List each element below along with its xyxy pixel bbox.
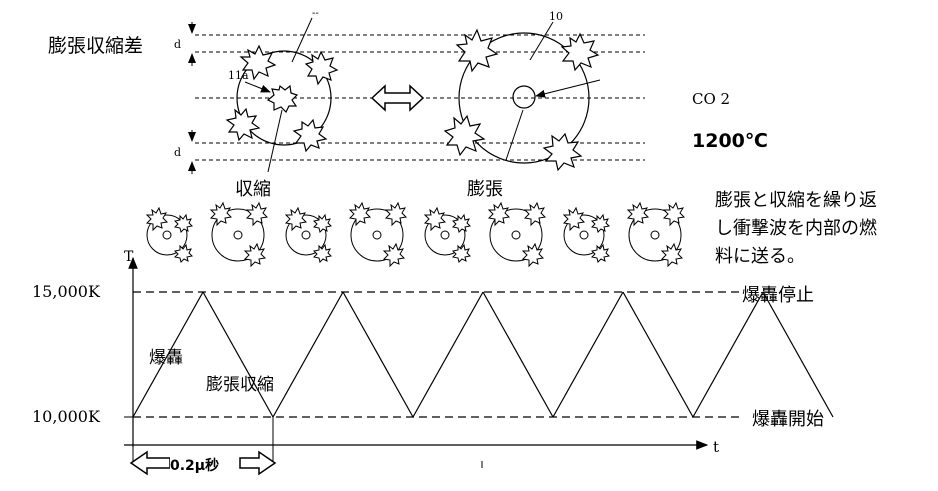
gas-label: CO 2	[692, 90, 731, 108]
burst-7	[443, 114, 486, 157]
series-segment	[482, 291, 554, 418]
burst-6	[560, 32, 600, 72]
seq-particle-small	[284, 206, 333, 263]
leader-11a	[244, 81, 271, 93]
burst-8	[542, 132, 583, 172]
period-arrow-left	[129, 450, 171, 476]
series-segment	[412, 291, 484, 418]
ref-label-11a: 11a	[228, 69, 249, 82]
d-label-top: d	[174, 38, 182, 51]
expand-label: 膨張	[467, 179, 503, 200]
shrink-label: 収縮	[235, 179, 271, 200]
y-tick-label-10000: 10,000K	[32, 407, 100, 426]
series-segment	[272, 291, 344, 418]
expansion-contraction-diff-label: 膨張収縮差	[48, 35, 144, 57]
series-segment	[622, 291, 694, 418]
leader-core	[535, 79, 601, 98]
particle-sequence	[145, 201, 686, 268]
d-label-bottom: d	[174, 146, 182, 159]
series-segment	[342, 291, 414, 418]
annotation-period: 0.2μ秒	[170, 455, 220, 475]
y-tick-label-15000: 15,000K	[32, 282, 100, 301]
series-segment	[552, 291, 624, 418]
series-group	[132, 291, 834, 418]
series-segment	[762, 291, 834, 418]
temperature-chart	[124, 256, 834, 476]
ref-label-small-top: --	[312, 8, 319, 19]
series-segment	[202, 291, 274, 418]
series-segment	[132, 291, 204, 418]
core-burst	[266, 84, 299, 114]
leader-shrink	[267, 109, 283, 173]
seq-particle-small	[423, 206, 472, 263]
burst-3	[225, 107, 261, 142]
annotation-fall: 膨張収縮	[206, 375, 274, 395]
double-arrow	[370, 84, 425, 112]
note-line-3: 料に送る。	[715, 246, 805, 267]
burst-1	[239, 44, 277, 81]
bubble-section	[188, 17, 645, 174]
seq-particle-small	[145, 206, 194, 263]
seq-particle-large	[626, 201, 686, 268]
temperature-label: 1200℃	[692, 130, 768, 152]
burst-5	[455, 28, 499, 73]
leader-10	[529, 21, 554, 61]
period-arrow-right	[239, 450, 277, 476]
expanded-particle	[458, 32, 590, 164]
note-line-2: し衝撃波を内部の燃	[715, 218, 877, 239]
annotation-lower: 爆轟開始	[752, 409, 824, 430]
leader-top-small	[291, 17, 313, 63]
seq-particle-large	[209, 201, 269, 268]
seq-particle-large	[348, 201, 408, 268]
core-small	[512, 85, 536, 109]
y-axis-label: T	[124, 249, 134, 265]
contracted-particle	[236, 50, 332, 146]
seq-particle-large	[487, 201, 547, 268]
note-line-1: 膨張と収縮を繰り返	[715, 190, 877, 211]
burst-4	[292, 118, 328, 153]
ref-label-10: 10	[549, 10, 563, 23]
series-segment	[692, 291, 764, 418]
annotation-upper: 爆轟停止	[742, 285, 814, 306]
annotation-rise: 爆轟	[149, 348, 183, 368]
seq-particle-small	[562, 206, 611, 263]
burst-2	[304, 50, 339, 86]
leader-expand	[505, 109, 524, 161]
x-axis-label: t	[713, 438, 720, 456]
